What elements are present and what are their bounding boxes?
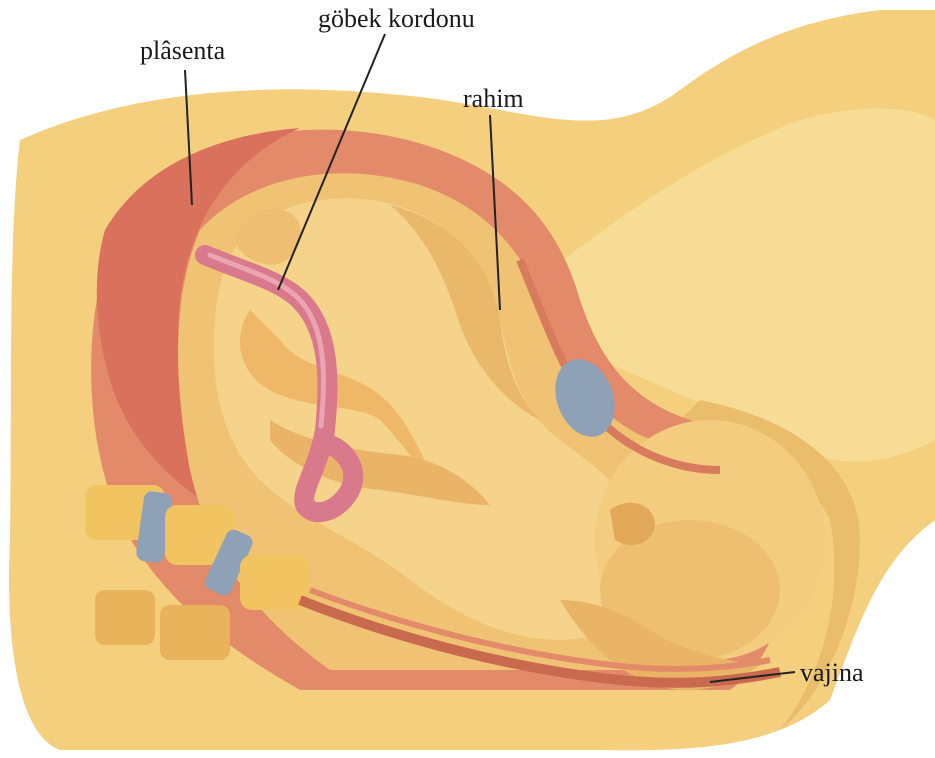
pelvic-bone-1 xyxy=(95,590,155,645)
label-gobek-kordonu: göbek kordonu xyxy=(318,6,475,32)
label-plasenta: plâsenta xyxy=(140,38,225,64)
pelvic-bone-2 xyxy=(160,605,230,660)
label-vajina: vajina xyxy=(800,660,864,686)
label-rahim: rahim xyxy=(463,86,524,112)
